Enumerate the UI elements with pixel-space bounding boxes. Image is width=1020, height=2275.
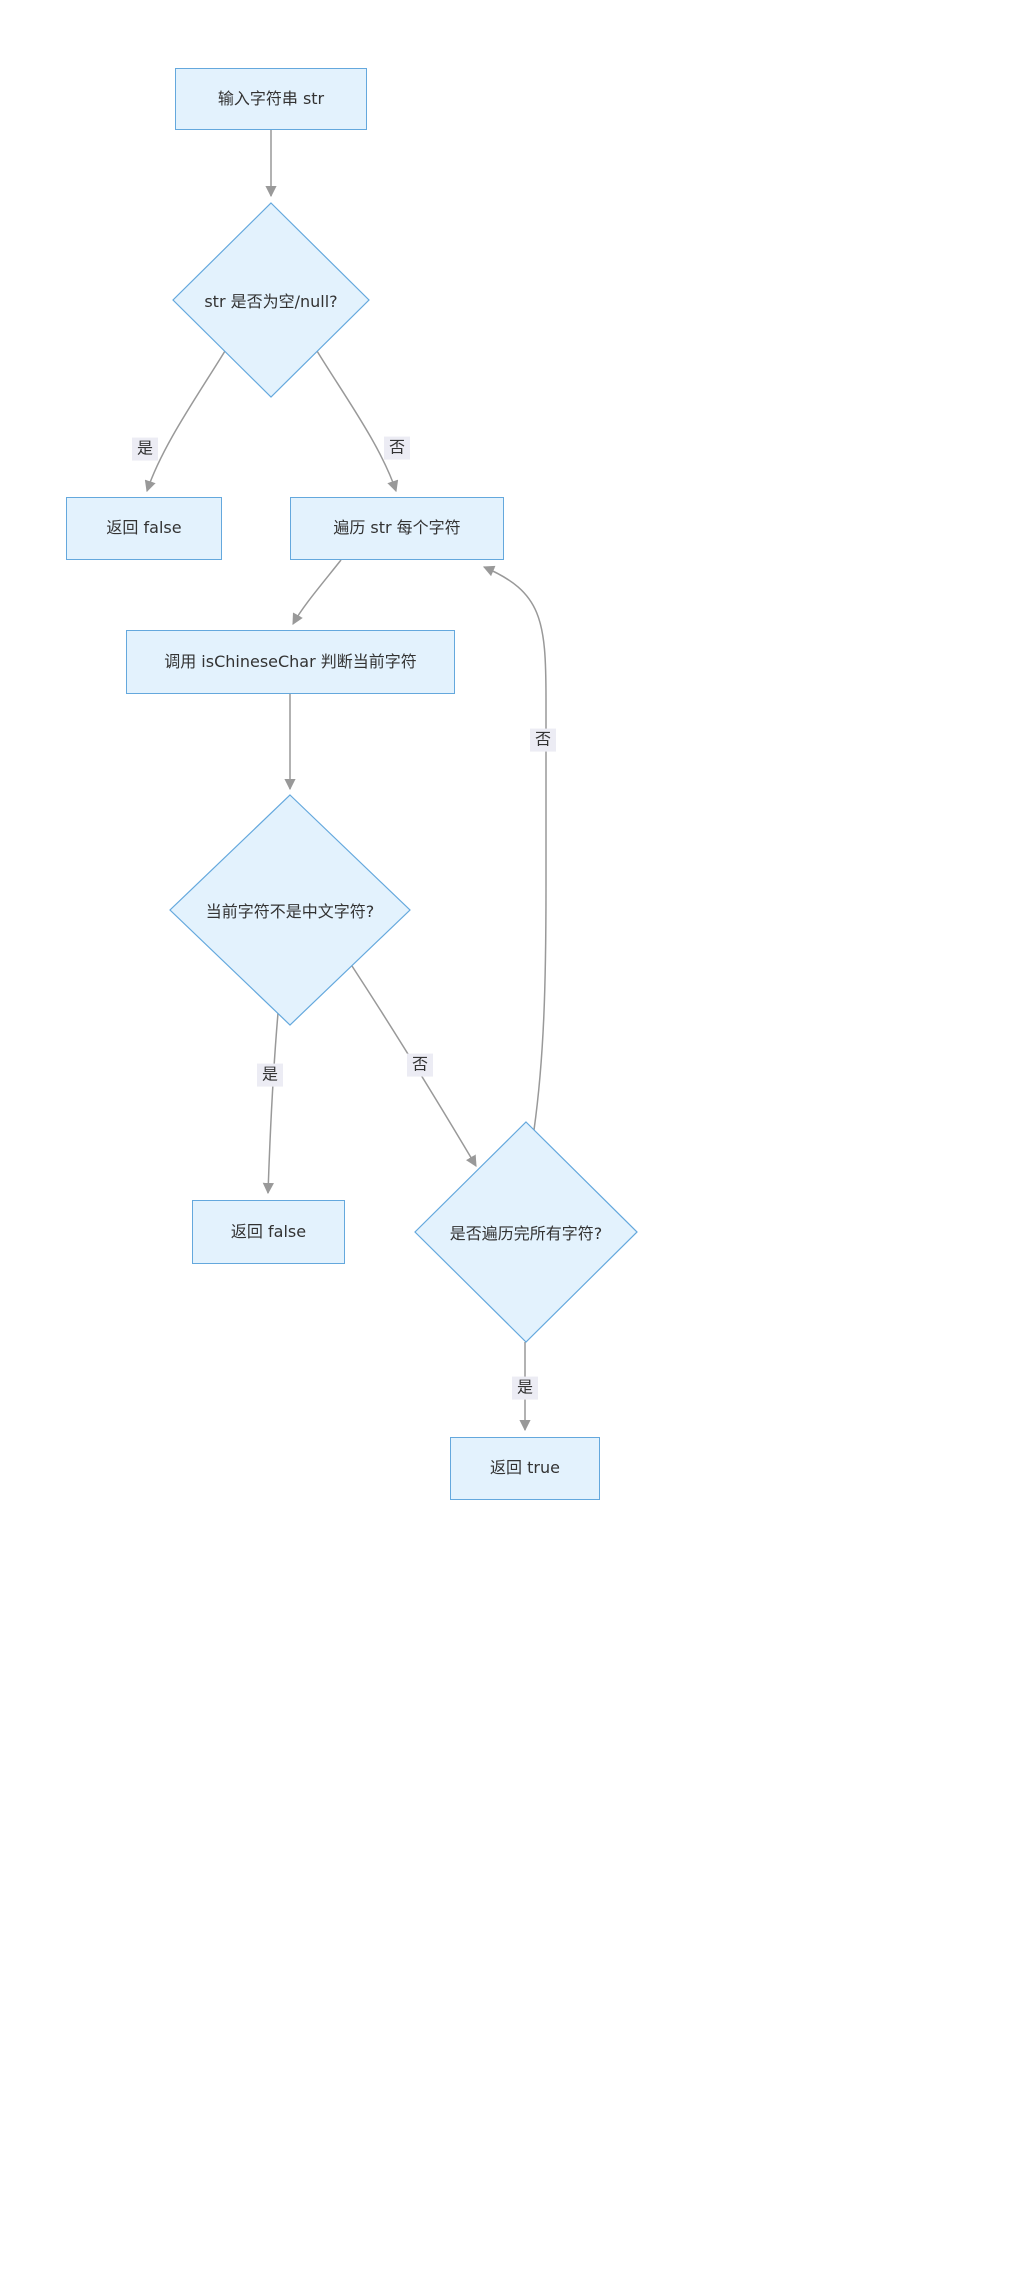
edge-done-no-loop-to-iterate bbox=[482, 565, 547, 1131]
node-return-false-empty-label: 返回 false bbox=[106, 518, 182, 538]
edge-check-empty-yes-to-return-false bbox=[144, 350, 226, 493]
node-return-false-not-chinese: 返回 false bbox=[192, 1200, 345, 1264]
edge-label-empty-no: 否 bbox=[383, 436, 411, 460]
edge-label-done-yes: 是 bbox=[511, 1376, 539, 1400]
node-return-false-empty: 返回 false bbox=[66, 497, 222, 560]
edge-not-chinese-yes-to-return-false bbox=[262, 1012, 279, 1195]
node-check-all-done-label: 是否遍历完所有字符? bbox=[449, 1224, 603, 1243]
edge-iterate-to-call bbox=[292, 559, 342, 625]
node-return-true-label: 返回 true bbox=[490, 1458, 560, 1478]
node-iterate-chars-label: 遍历 str 每个字符 bbox=[333, 518, 461, 538]
node-return-true: 返回 true bbox=[450, 1437, 600, 1500]
edge-check-empty-no-to-iterate bbox=[316, 350, 399, 493]
node-call-is-chinese-char: 调用 isChineseChar 判断当前字符 bbox=[126, 630, 455, 694]
decision-check-empty bbox=[172, 202, 370, 398]
node-call-is-chinese-char-label: 调用 isChineseChar 判断当前字符 bbox=[164, 651, 417, 671]
node-check-empty-label: str 是否为空/null? bbox=[204, 292, 338, 311]
node-start-label: 输入字符串 str bbox=[217, 88, 325, 108]
edge-label-empty-yes: 是 bbox=[131, 437, 159, 461]
node-start: 输入字符串 str bbox=[175, 68, 367, 130]
decision-check-not-chinese bbox=[169, 794, 411, 1026]
node-check-not-chinese-label: 当前字符不是中文字符? bbox=[205, 902, 375, 921]
node-iterate-chars: 遍历 str 每个字符 bbox=[290, 497, 504, 560]
edge-label-not-chinese-no: 否 bbox=[406, 1053, 434, 1077]
edge-label-done-no-loop: 否 bbox=[529, 728, 557, 752]
edge-label-not-chinese-yes: 是 bbox=[256, 1063, 284, 1087]
node-return-false-not-chinese-label: 返回 false bbox=[230, 1221, 307, 1241]
decision-check-all-done bbox=[414, 1121, 638, 1343]
